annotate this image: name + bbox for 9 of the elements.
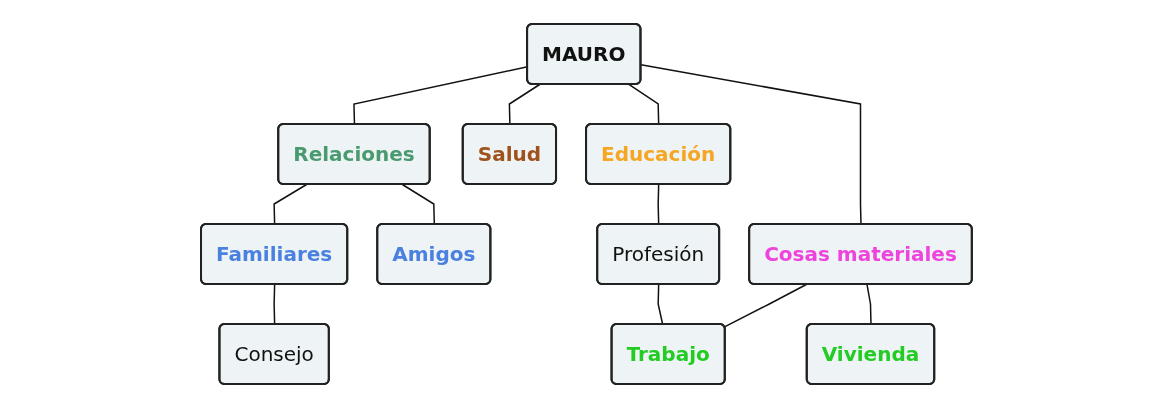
connector xyxy=(865,283,872,325)
connector xyxy=(723,283,807,328)
connector xyxy=(508,83,540,125)
connector xyxy=(272,183,307,225)
connector xyxy=(627,83,659,125)
connector xyxy=(657,183,659,225)
connector xyxy=(657,283,663,325)
connector xyxy=(401,183,435,225)
connector xyxy=(272,283,275,325)
